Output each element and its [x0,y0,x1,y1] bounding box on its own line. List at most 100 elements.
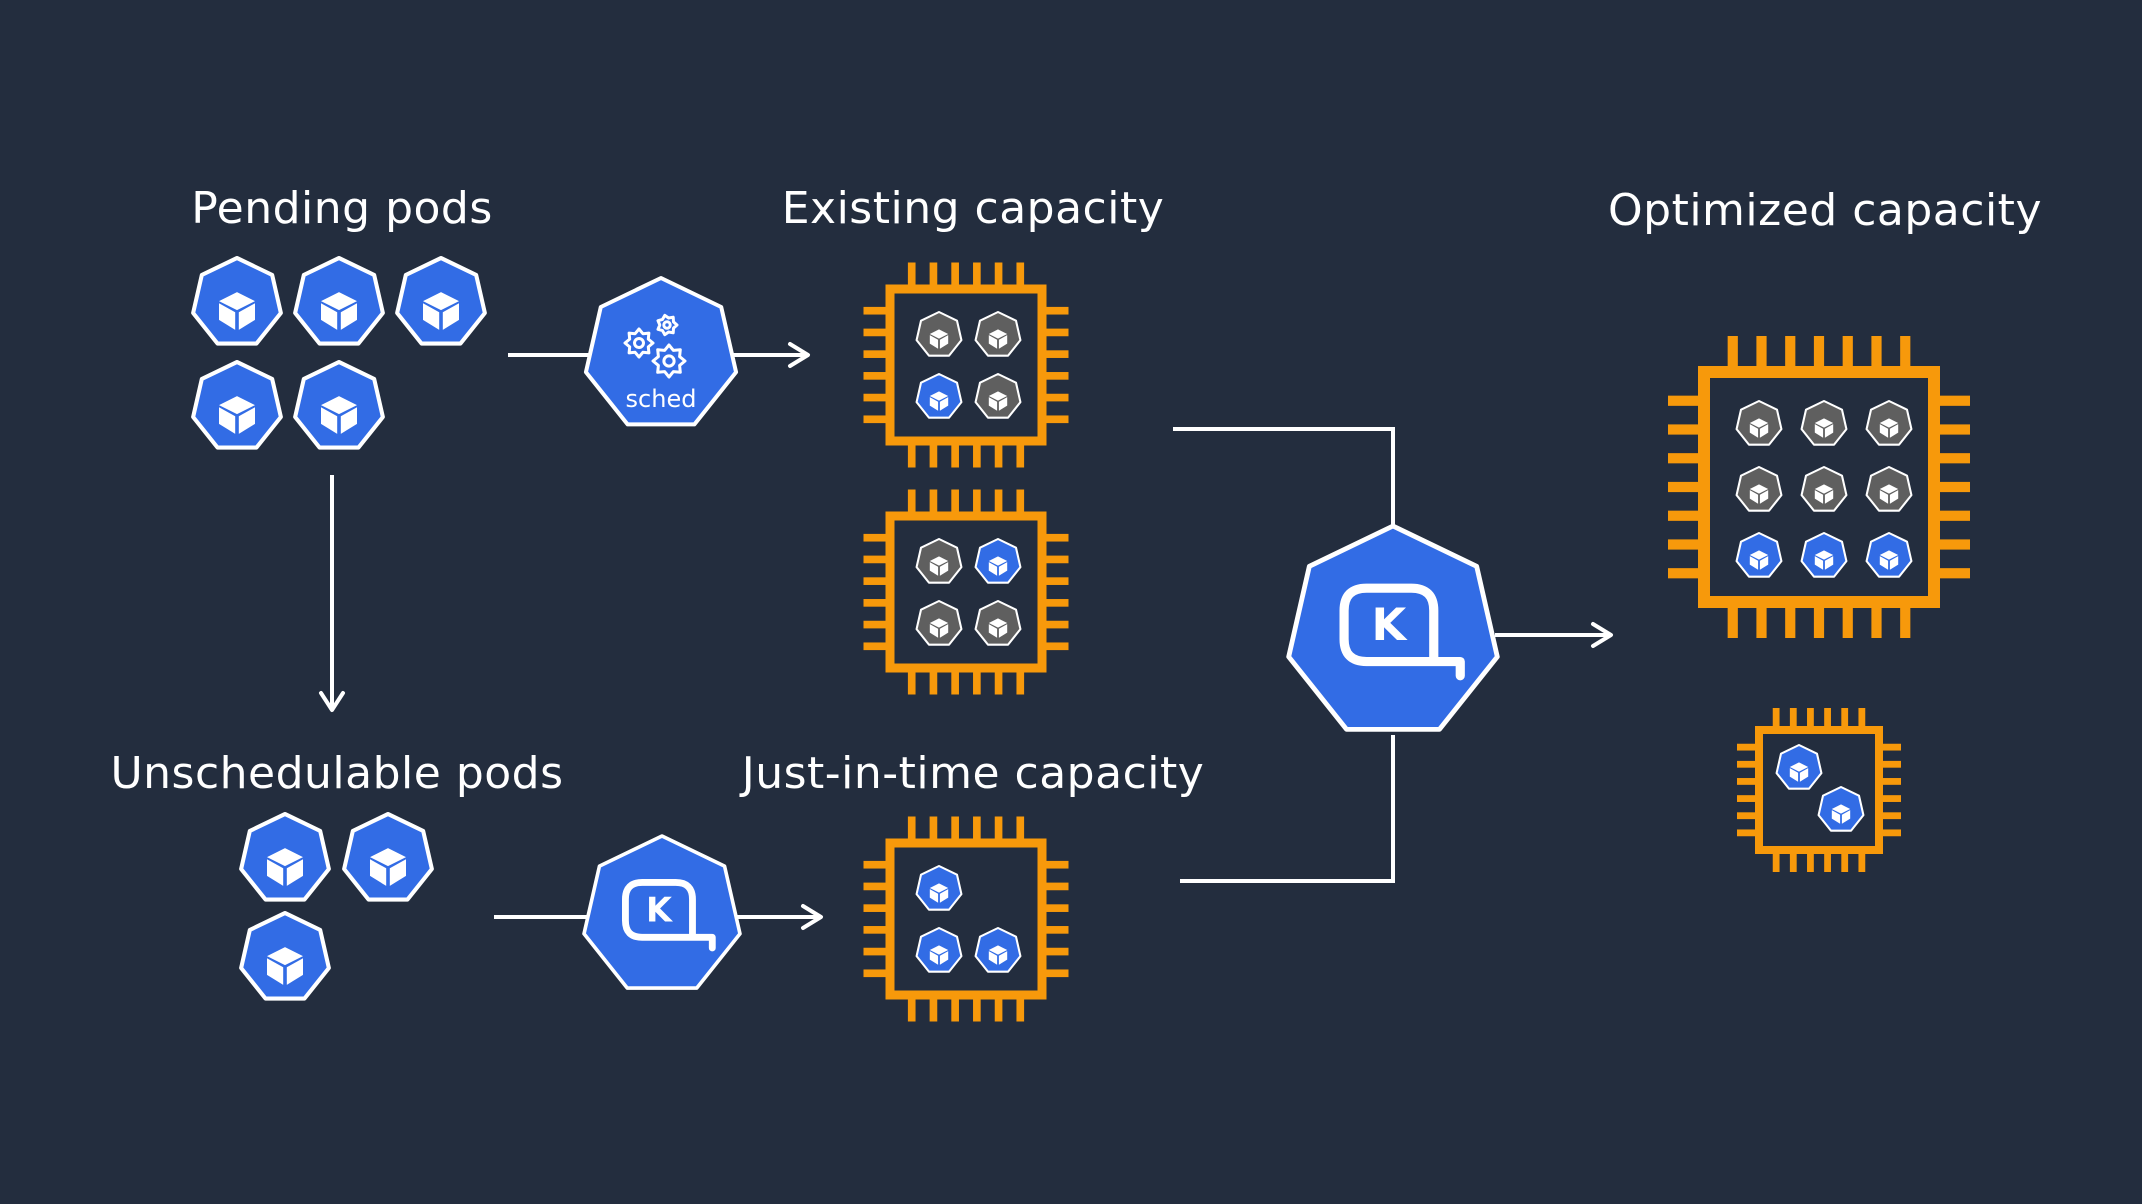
node-pin [929,489,938,512]
cube-right [1824,490,1834,504]
cube-top [1879,550,1899,560]
node-pin [1883,778,1901,785]
cube-right [1841,810,1851,824]
arrowhead-optimized [1591,622,1613,648]
node-pin [1756,608,1767,638]
cube-left [1814,556,1824,570]
pending-pods-group [191,255,487,450]
node-pin [1841,854,1849,872]
node-pin [1046,555,1069,564]
cube-right [1889,556,1899,570]
node-pin [951,262,959,285]
node-pin [1813,608,1825,638]
existing-pod [915,310,963,357]
existing-capacity-label: Existing capacity [781,183,1165,234]
cube-top [988,556,1008,566]
pending-pods-label: Pending pods [191,183,493,234]
cube-right [1759,490,1769,504]
node-pin [863,926,886,934]
node-pin [1789,854,1797,872]
cube-left [929,335,939,349]
cube-left [219,407,236,434]
cube-right [442,303,459,330]
cube-right [340,407,357,434]
cube-left [929,397,939,411]
cube-left [1831,810,1841,824]
cube-right [238,303,255,330]
node-pin [1940,539,1970,550]
existing-node-2 [863,489,1069,695]
node-pin [1016,816,1025,839]
node-pin [1842,336,1853,366]
node-pin [863,328,886,337]
karpenter-logo-icon: K [622,879,716,952]
cube-left [219,303,236,330]
existing-pod [1865,399,1913,446]
node-pin [929,816,938,839]
node-pin [1046,350,1069,358]
just-in-time-capacity-label: Just-in-time capacity [741,748,1205,799]
optimized-capacity-label: Optimized capacity [1608,185,2042,236]
node-pin [973,816,981,839]
karpenter-outline [622,879,716,952]
node-pin [1737,760,1755,768]
node-pin [863,860,886,869]
cube-left [1814,424,1824,438]
node-pin [1813,336,1825,366]
cube-left [370,859,387,886]
cube-left [1749,424,1759,438]
pending-pod [395,255,487,346]
node-pin [863,882,886,891]
node-pin [1807,708,1814,726]
node-pin [1900,336,1911,366]
optimized-small-node [1737,708,1901,872]
cube-left [1789,768,1799,782]
connector-existing-to-karpenter [1173,427,1395,533]
node-pin [1789,708,1797,726]
node-pin [863,350,886,358]
cube-left [267,958,284,985]
node-pin [1756,336,1767,366]
unschedulable-pod [239,910,331,1001]
scheduler-badge: sched [583,276,739,427]
node-pin [1016,262,1025,285]
node-pin [907,672,916,695]
cube-left [988,951,998,965]
node-pin [863,599,886,607]
node-pin [1772,854,1780,872]
cube-left [929,624,939,638]
cube-left [1814,490,1824,504]
cube-right [1889,424,1899,438]
cube-right [238,407,255,434]
unschedulable-pod [342,811,434,902]
node-pin [1940,395,1970,406]
scheduled-pod [1865,531,1913,578]
node-pin [1842,608,1853,638]
cube-right [939,562,949,576]
karpenter-outline [1339,583,1465,681]
node-pin [1824,854,1831,872]
node-pin [863,620,886,629]
cube-top [219,292,255,311]
scheduled-pod [974,537,1022,584]
node-pin [1900,608,1911,638]
node-pin [929,672,938,695]
cube-left [267,859,284,886]
node-pin [1046,947,1069,956]
existing-pod [1735,399,1783,446]
karpenter-letter: K [646,890,673,929]
existing-pod [974,372,1022,419]
node-chip-body [885,838,1047,1000]
node-pin [1727,336,1738,366]
node-pin [951,999,959,1022]
gear-hub [633,337,645,349]
node-pin [863,415,886,424]
cube-top [1814,550,1834,560]
node-pin [1940,424,1970,435]
cube-right [286,958,303,985]
node-pin [863,555,886,564]
node-pin [1046,904,1069,912]
node-pin [973,489,981,512]
cube-top [988,945,1008,955]
